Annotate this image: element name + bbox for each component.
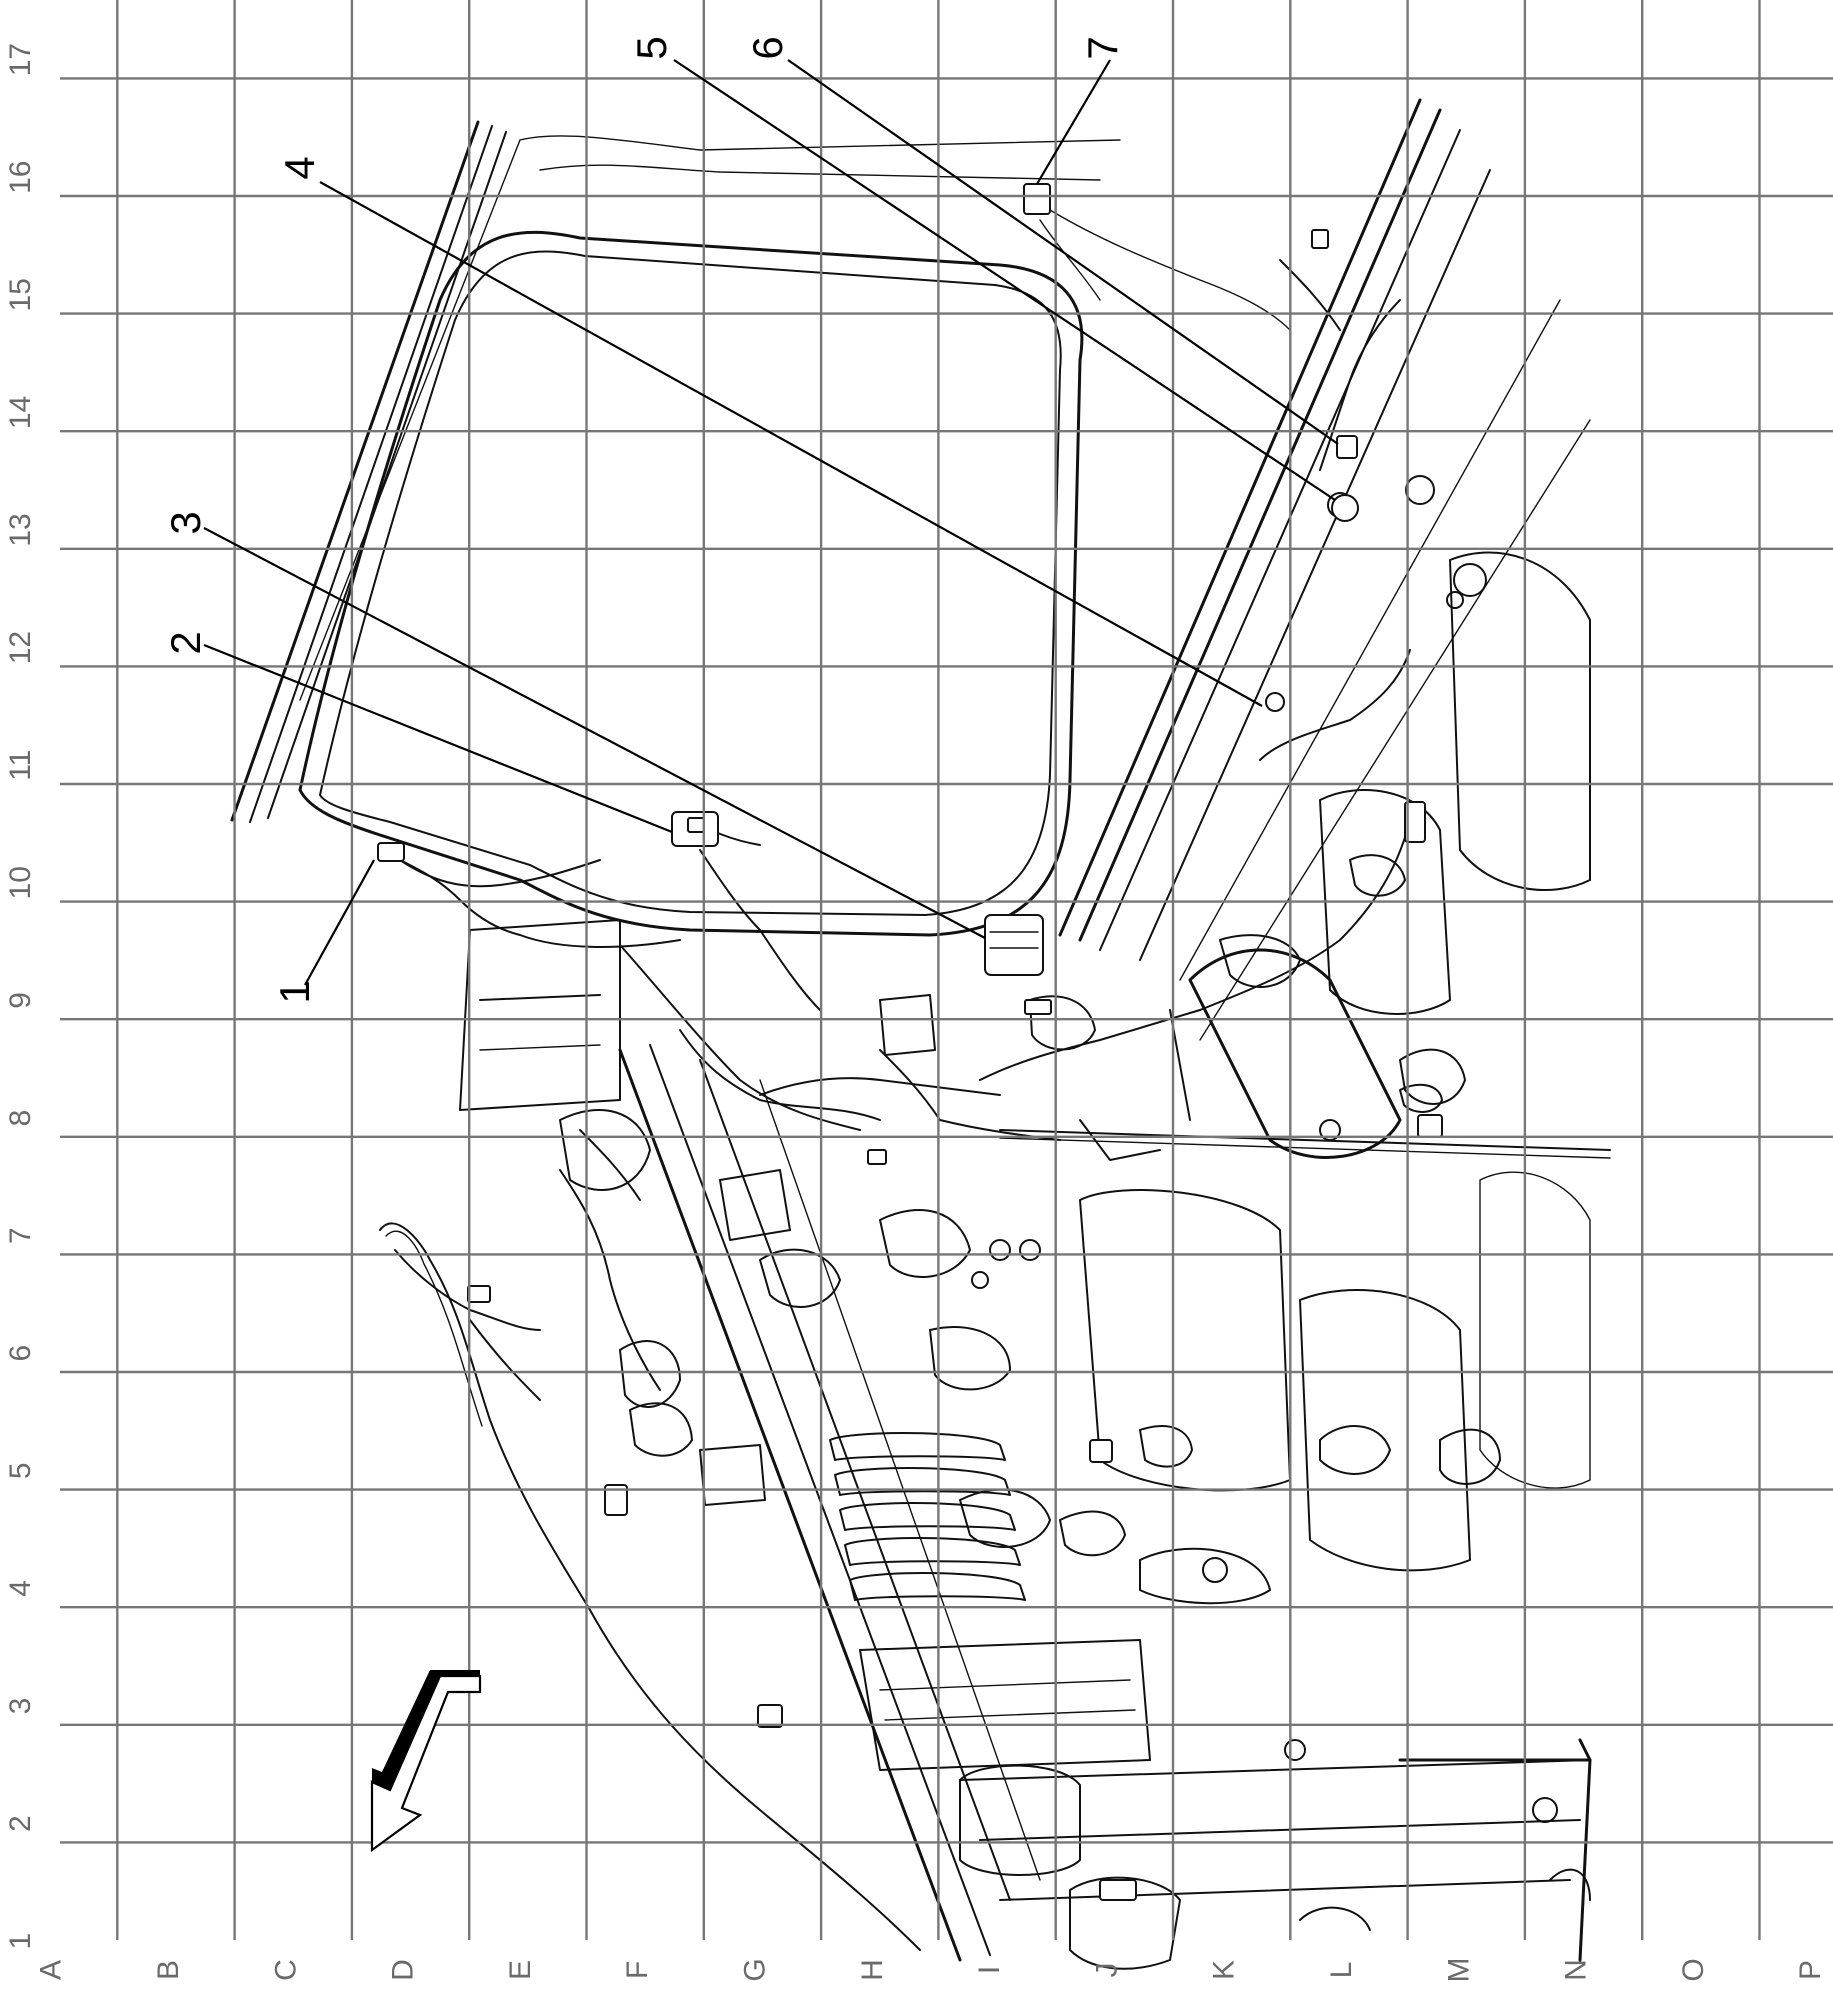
row-label-2: 2 (4, 1815, 37, 1832)
row-label-17: 17 (4, 43, 37, 76)
connector-3-body (984, 914, 1044, 976)
row-label-4: 4 (4, 1580, 37, 1597)
connector-4-body (1265, 692, 1285, 712)
leader-1 (304, 859, 375, 986)
column-label-k: K (1208, 1960, 1241, 1980)
column-label-e: E (504, 1960, 537, 1980)
forward-direction-arrow-icon (370, 1670, 482, 1853)
callout-1: 1 (271, 980, 318, 1003)
row-label-12: 12 (4, 631, 37, 664)
column-label-c: C (269, 1959, 302, 1981)
row-label-14: 14 (4, 396, 37, 429)
column-label-g: G (738, 1958, 771, 1981)
column-label-b: B (152, 1960, 185, 1980)
column-label-p: P (1794, 1960, 1827, 1980)
callout-5: 5 (628, 36, 675, 59)
row-label-3: 3 (4, 1698, 37, 1715)
leader-2 (203, 643, 673, 834)
row-label-11: 11 (4, 750, 37, 781)
column-label-m: M (1442, 1958, 1475, 1983)
row-label-6: 6 (4, 1345, 37, 1362)
connector-parts (377, 183, 1443, 1901)
row-label-8: 8 (4, 1110, 37, 1127)
column-labels: A B C D E F G H I J K L M N O P (35, 1958, 1828, 1983)
connector-6-body (1336, 435, 1358, 459)
connector-1-body (377, 842, 405, 862)
callout-leaders (203, 59, 1339, 986)
row-label-15: 15 (4, 278, 37, 311)
leader-3 (203, 527, 986, 939)
row-label-9: 9 (4, 992, 37, 1009)
column-label-a: A (35, 1960, 68, 1980)
column-label-l: L (1325, 1962, 1358, 1979)
row-label-10: 10 (4, 866, 37, 899)
callout-4: 4 (276, 156, 323, 179)
row-label-7: 7 (4, 1227, 37, 1244)
reference-grid (60, 0, 1833, 1940)
callout-labels: 1 2 3 4 5 6 7 (162, 36, 1126, 1003)
leader-6 (787, 59, 1339, 445)
leader-7 (1036, 59, 1111, 185)
leader-5 (673, 59, 1336, 501)
column-label-h: H (856, 1959, 889, 1981)
leader-4 (319, 181, 1263, 707)
callout-3: 3 (162, 511, 209, 534)
row-label-1: 1 (4, 1933, 37, 1950)
column-label-n: N (1560, 1959, 1593, 1981)
column-label-d: D (387, 1959, 420, 1981)
row-label-13: 13 (4, 513, 37, 546)
callout-7: 7 (1079, 36, 1126, 59)
callout-6: 6 (744, 36, 791, 59)
callout-2: 2 (162, 631, 209, 654)
connector-5-body (1331, 494, 1359, 522)
connector-7-body (1023, 183, 1051, 215)
column-label-f: F (621, 1961, 654, 1979)
row-label-16: 16 (4, 161, 37, 194)
column-label-j: J (1090, 1963, 1123, 1978)
row-label-5: 5 (4, 1462, 37, 1479)
column-label-i: I (973, 1966, 1006, 1974)
column-label-o: O (1677, 1958, 1710, 1981)
